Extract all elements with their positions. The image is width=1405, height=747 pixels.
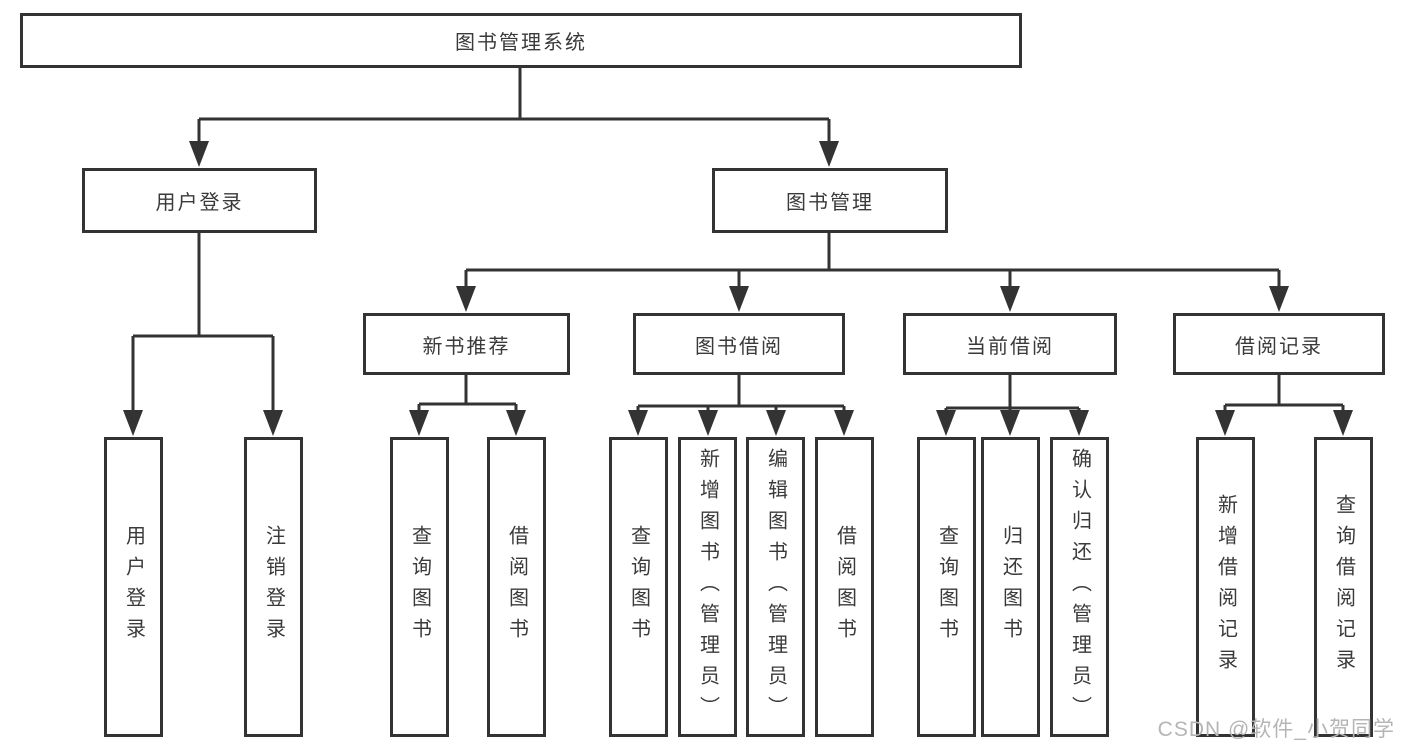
csdn-watermark: CSDN @软件_小贺同学 — [1157, 718, 1395, 741]
node-label: 查询图书 — [627, 525, 650, 649]
node-label: 查询借阅记录 — [1332, 494, 1355, 680]
connector-book-borrow-children — [636, 375, 846, 415]
node-user-login: 用户登录 — [82, 168, 317, 233]
node-leaf-query-books-3: 查询图书 — [917, 437, 976, 737]
arrowhead — [698, 410, 718, 436]
arrowhead — [1069, 410, 1089, 436]
node-label: 确认归还（管理员） — [1068, 447, 1091, 727]
node-leaf-query-books-2: 查询图书 — [609, 437, 668, 737]
arrowhead — [1269, 286, 1289, 312]
node-new-book-recommend: 新书推荐 — [363, 313, 570, 375]
node-label: 查询图书 — [408, 525, 431, 649]
node-leaf-user-login: 用户登录 — [104, 437, 163, 737]
arrowhead — [123, 410, 143, 436]
node-label: 借阅图书 — [505, 525, 528, 649]
node-label: 借阅图书 — [833, 525, 856, 649]
arrowhead — [834, 410, 854, 436]
node-label: 归还图书 — [999, 525, 1022, 649]
node-leaf-edit-book-admin: 编辑图书（管理员） — [746, 437, 805, 737]
arrowhead — [936, 410, 956, 436]
node-label: 注销登录 — [262, 525, 285, 649]
arrowhead — [1000, 410, 1020, 436]
node-label: 图书管理 — [786, 192, 874, 214]
arrowhead — [409, 410, 429, 436]
arrowhead — [1215, 410, 1235, 436]
connector-new-book-children — [417, 375, 518, 415]
arrowhead — [628, 410, 648, 436]
arrowhead — [189, 141, 209, 167]
node-label: 新增借阅记录 — [1214, 494, 1237, 680]
connector-root-to-level2 — [197, 68, 831, 150]
arrowhead — [766, 410, 786, 436]
node-leaf-confirm-return-admin: 确认归还（管理员） — [1050, 437, 1109, 737]
arrowhead — [263, 410, 283, 436]
connector-user-login-children — [131, 233, 275, 415]
arrowhead — [1333, 410, 1353, 436]
node-label: 用户登录 — [155, 192, 244, 214]
connector-book-mgmt-to-level3 — [464, 233, 1281, 292]
node-label: 新增图书（管理员） — [696, 447, 719, 727]
node-label: 当前借阅 — [966, 335, 1054, 358]
node-library-management-system: 图书管理系统 — [20, 13, 1022, 68]
node-leaf-borrow-books-1: 借阅图书 — [487, 437, 546, 737]
node-current-borrowing: 当前借阅 — [903, 313, 1117, 375]
arrowhead — [506, 410, 526, 436]
arrowhead — [1000, 286, 1020, 312]
node-book-borrowing: 图书借阅 — [633, 313, 845, 375]
node-label: 图书管理系统 — [455, 32, 587, 54]
node-leaf-add-book-admin: 新增图书（管理员） — [678, 437, 737, 737]
node-label: 借阅记录 — [1235, 335, 1323, 358]
node-leaf-logout: 注销登录 — [244, 437, 303, 737]
node-book-management: 图书管理 — [712, 168, 948, 233]
node-label: 图书借阅 — [695, 335, 783, 358]
node-leaf-query-books-1: 查询图书 — [390, 437, 449, 737]
arrowhead — [729, 286, 749, 312]
node-label: 用户登录 — [122, 525, 145, 649]
node-leaf-borrow-books-2: 借阅图书 — [815, 437, 874, 737]
arrowhead — [819, 141, 839, 167]
node-label: 编辑图书（管理员） — [764, 447, 787, 727]
arrowhead — [456, 286, 476, 312]
node-leaf-query-borrow-record: 查询借阅记录 — [1314, 437, 1373, 737]
node-label: 新书推荐 — [422, 335, 511, 358]
node-borrowing-records: 借阅记录 — [1173, 313, 1385, 375]
connector-current-borrow-children — [944, 375, 1081, 415]
node-leaf-add-borrow-record: 新增借阅记录 — [1196, 437, 1255, 737]
node-leaf-return-book: 归还图书 — [981, 437, 1040, 737]
connector-borrow-record-children — [1223, 375, 1345, 415]
node-label: 查询图书 — [935, 525, 958, 649]
